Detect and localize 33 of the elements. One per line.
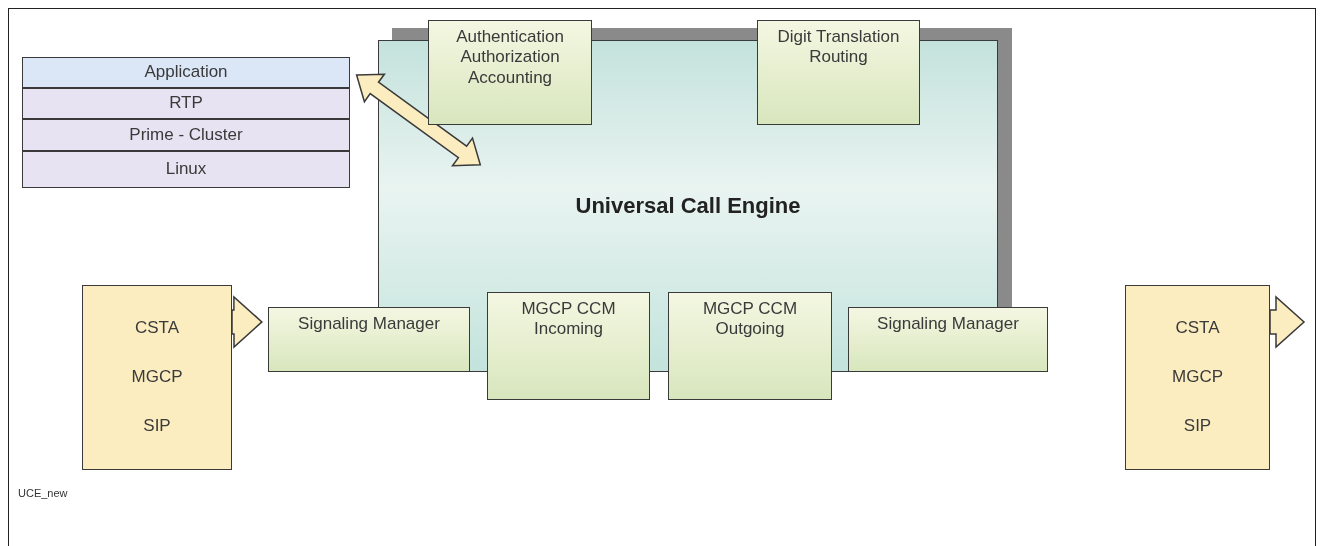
module-box: [668, 292, 832, 400]
node-text: Digit Translation Routing: [776, 27, 901, 68]
module-box: [848, 307, 1048, 372]
stack-layer: [22, 151, 350, 188]
stack-layer: [22, 88, 350, 119]
node-text: Authentication Authorization Accounting: [455, 27, 565, 89]
node-text: MGCP: [1172, 367, 1223, 388]
module-box: [268, 307, 470, 372]
node-text: Application: [144, 62, 228, 83]
figure-id: UCE_new: [18, 487, 68, 499]
node-text: MGCP CCM Outgoing: [701, 299, 799, 340]
node-text: MGCP CCM Incoming: [520, 299, 617, 340]
node-text: Universal Call Engine: [575, 192, 801, 220]
module-box: [428, 20, 592, 125]
node-text: Signaling Manager: [298, 314, 440, 335]
node-text: SIP: [1183, 416, 1212, 437]
protocol-box: [82, 285, 232, 470]
block-arrow: [1269, 295, 1306, 349]
block-arrow: [231, 295, 264, 349]
node-text: Linux: [165, 159, 207, 180]
node-text: MGCP: [131, 367, 183, 388]
module-box: [487, 292, 650, 400]
block-arrow: [355, 73, 482, 167]
stack-layer: [22, 57, 350, 88]
node-text: SIP: [143, 416, 171, 437]
node-text: RTP: [169, 93, 203, 114]
node-text: Prime - Cluster: [129, 124, 243, 146]
stack-layer: [22, 119, 350, 151]
module-box: [757, 20, 920, 125]
node-text: Signaling Manager: [877, 314, 1019, 335]
protocol-box: [1125, 285, 1270, 470]
node-text: CSTA: [1175, 318, 1220, 339]
node-text: CSTA: [134, 318, 180, 339]
